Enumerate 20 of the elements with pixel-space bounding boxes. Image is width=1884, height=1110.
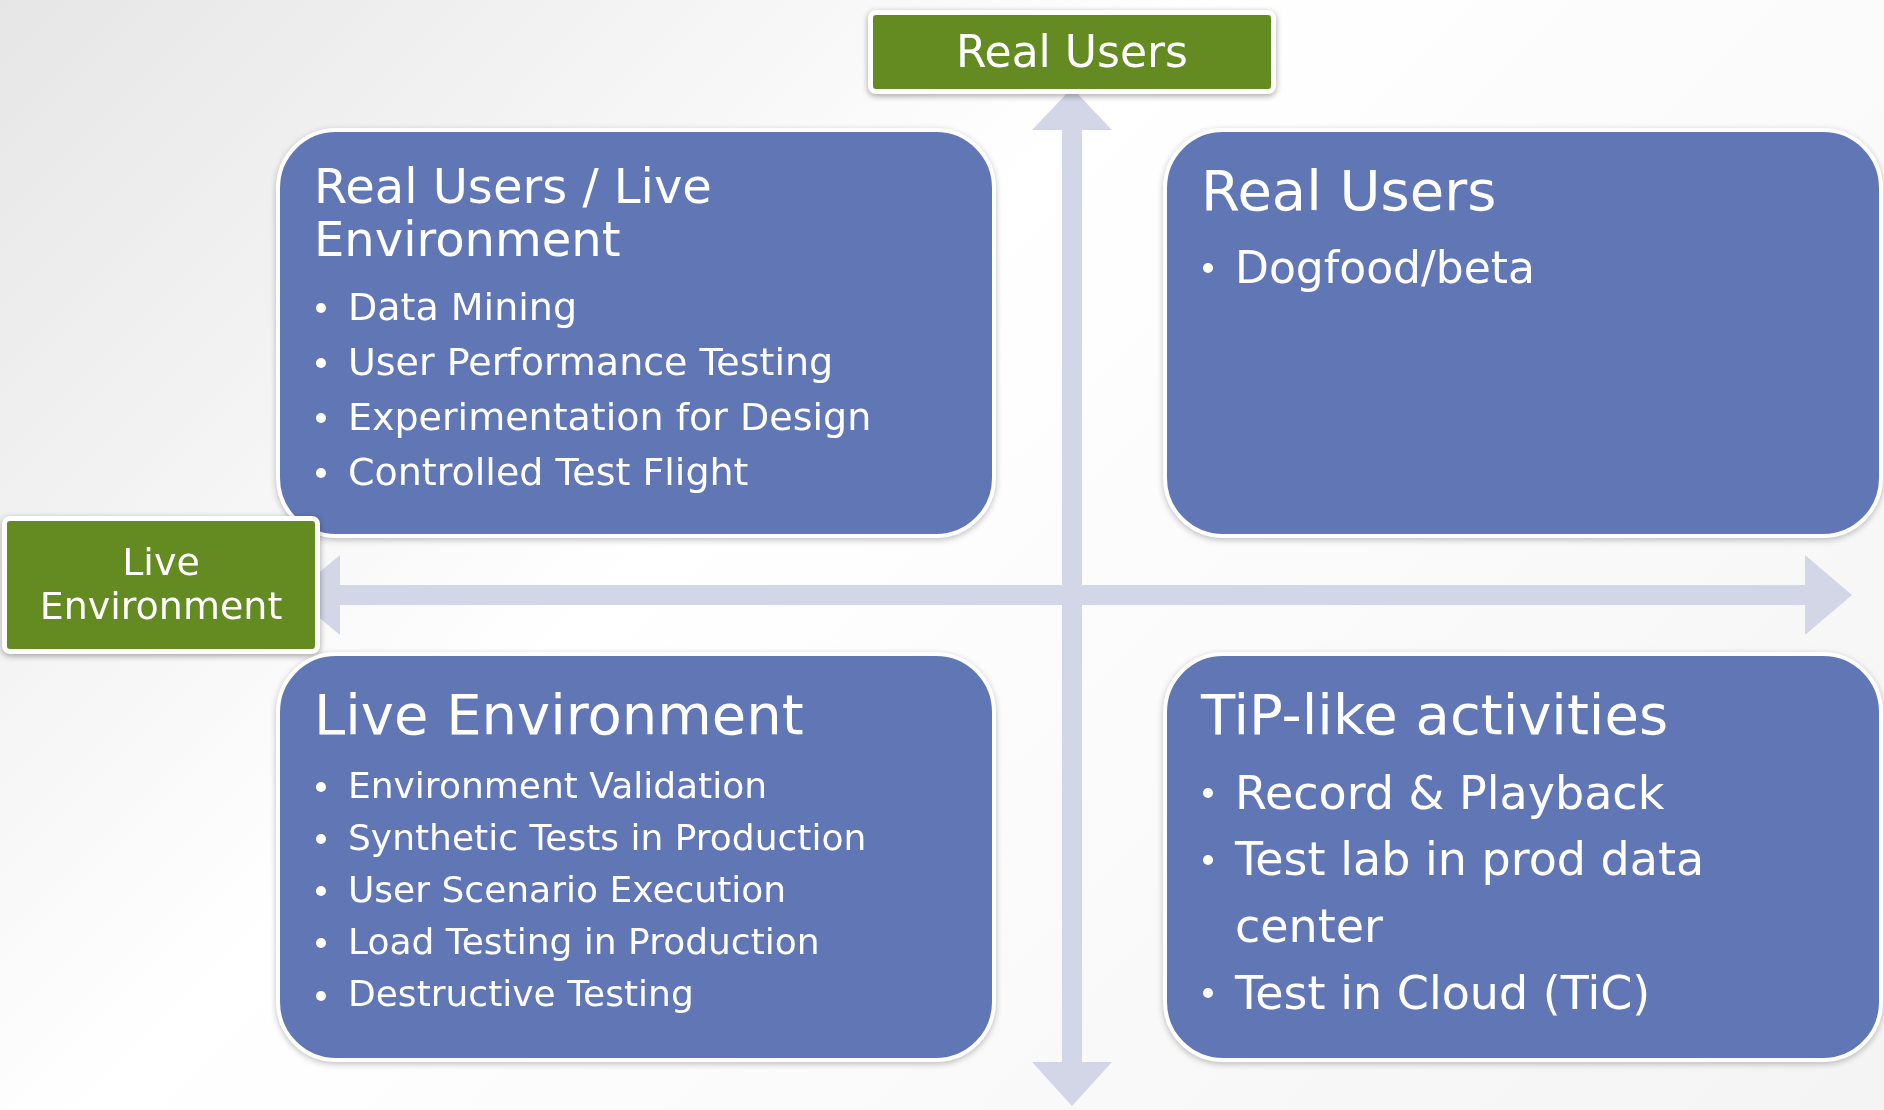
bullet-item: Destructive Testing (348, 973, 694, 1015)
bullet-item: Synthetic Tests in Production (348, 816, 867, 858)
axis-label: Live Environment (2, 516, 320, 654)
quadrant-panel (1163, 652, 1883, 1062)
bullet-item: Data Mining (348, 284, 577, 329)
quadrant-heading: Real Users (1201, 160, 1498, 222)
bullet-item: Experimentation for Design (348, 394, 872, 439)
bullet-item: Load Testing in Production (348, 921, 820, 963)
quadrant-heading: Live Environment (314, 684, 805, 746)
bullet-item: Controlled Test Flight (348, 449, 749, 494)
quadrant-panel (276, 652, 996, 1062)
bullet-item: Environment Validation (348, 764, 768, 806)
bullet-item: Record & Playback (1235, 765, 1665, 820)
bullet-item: User Scenario Execution (348, 868, 787, 910)
bullet-item: Dogfood/beta (1235, 241, 1536, 293)
quadrant-heading: TiP-like activities (1201, 684, 1670, 746)
bullet-item: User Performance Testing (348, 339, 834, 384)
bullet-item: Test lab in prod data center (1235, 832, 1705, 953)
bullet-item: Test in Cloud (TiC) (1235, 965, 1651, 1020)
quadrant-heading: Real Users / Live Environment (314, 160, 713, 266)
